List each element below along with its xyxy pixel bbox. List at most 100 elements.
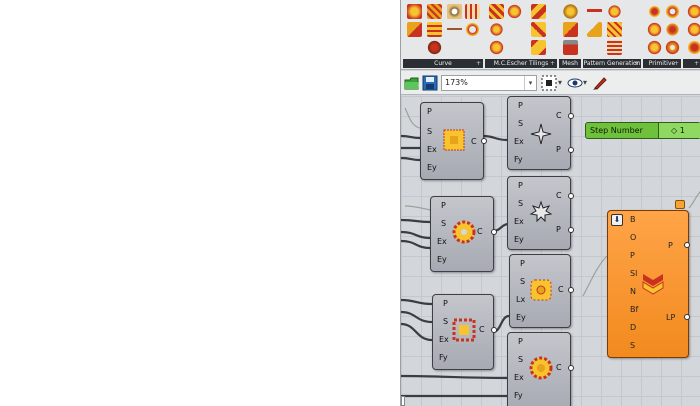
curve-flower-icon[interactable] [427, 4, 442, 19]
primitive-disc-icon[interactable] [647, 22, 662, 37]
input-port[interactable]: Ey [514, 235, 524, 244]
output-grip[interactable] [481, 138, 487, 144]
star-component-1[interactable]: P S Ex Fy C P [507, 96, 574, 170]
step-number-slider[interactable]: Step Number ◇ 1 [585, 122, 700, 139]
escher-tile-7-icon[interactable] [531, 40, 546, 55]
input-port[interactable]: Ex [514, 373, 524, 382]
input-port[interactable]: S [427, 127, 433, 136]
input-port[interactable]: D [630, 323, 637, 332]
input-port[interactable]: S [443, 317, 449, 326]
input-port[interactable]: Sl [630, 269, 638, 278]
primitive-dots-icon[interactable] [665, 22, 680, 37]
primitive-sphere-icon[interactable] [647, 40, 662, 55]
output-grip[interactable] [568, 365, 574, 371]
output-grip[interactable] [684, 314, 690, 320]
mode-dropdown-icon[interactable]: ▾ [558, 78, 563, 87]
output-port[interactable]: P [556, 145, 561, 154]
star-component-2[interactable]: P S Ex Ey C P [507, 176, 574, 250]
output-grip[interactable] [491, 229, 497, 235]
output-port[interactable]: C [556, 111, 562, 120]
input-port[interactable]: O [630, 233, 637, 242]
component-menu-icon[interactable]: ⬇ [611, 214, 623, 226]
input-port[interactable]: Ex [437, 237, 447, 246]
save-file-icon[interactable] [422, 75, 438, 91]
curve-tile-icon[interactable] [427, 40, 442, 55]
component-tag[interactable] [675, 200, 685, 209]
output-port[interactable]: C [471, 137, 477, 146]
mesh-leaf-icon[interactable] [563, 4, 578, 19]
overflow-icon-1[interactable] [687, 4, 700, 19]
pattern-component-4[interactable]: P S Ex Fy C [432, 294, 497, 370]
input-port[interactable]: P [520, 259, 525, 268]
output-grip[interactable] [568, 193, 574, 199]
output-port[interactable]: C [556, 363, 562, 372]
pattern-sun-icon[interactable] [607, 4, 622, 19]
escher-tile-3-icon[interactable] [531, 4, 546, 19]
overflow-icon-3[interactable] [687, 40, 700, 55]
curve-grid-icon[interactable] [427, 22, 442, 37]
input-port[interactable]: Fy [439, 353, 448, 362]
curve-spiral-icon[interactable] [465, 22, 480, 37]
pattern-swirl-icon[interactable] [587, 4, 602, 19]
input-port[interactable]: P [441, 201, 446, 210]
output-port[interactable]: P [556, 225, 561, 234]
input-port[interactable]: Bf [630, 305, 639, 314]
input-port[interactable]: Ey [437, 255, 447, 264]
input-port[interactable]: Fy [514, 155, 523, 164]
input-port[interactable]: P [518, 181, 523, 190]
pattern-cross-icon[interactable] [607, 22, 622, 37]
input-port[interactable]: N [630, 287, 636, 296]
output-port[interactable]: C [556, 191, 562, 200]
pattern-grid-icon[interactable] [607, 40, 622, 55]
pattern-arrow-icon[interactable] [587, 22, 602, 37]
primitive-torus-icon[interactable] [665, 40, 680, 55]
pattern-component-5[interactable]: P S Ex Fy C [507, 332, 574, 406]
escher-tile-4-icon[interactable] [489, 22, 504, 37]
input-port[interactable]: S [520, 277, 526, 286]
pattern-component-2[interactable]: P S Ex Ey C [430, 196, 497, 272]
input-port[interactable]: S [441, 219, 447, 228]
zoom-level-field[interactable]: 173% ▾ [441, 75, 537, 91]
slider-value[interactable]: ◇ 1 [658, 123, 700, 138]
preview-dropdown-icon[interactable]: ▾ [583, 78, 588, 87]
zoom-dropdown-icon[interactable]: ▾ [524, 76, 536, 90]
input-port[interactable]: Lx [516, 295, 526, 304]
input-port[interactable]: P [518, 101, 523, 110]
output-grip[interactable] [684, 242, 690, 248]
input-port[interactable]: P [630, 251, 635, 260]
input-port[interactable]: P [427, 107, 432, 116]
output-grip[interactable] [568, 147, 574, 153]
overflow-icon-2[interactable] [687, 22, 700, 37]
input-port[interactable]: S [518, 199, 524, 208]
output-grip[interactable] [568, 227, 574, 233]
sketch-pen-icon[interactable] [592, 75, 608, 91]
input-port[interactable]: Ex [439, 335, 449, 344]
input-port[interactable]: Ex [514, 217, 524, 226]
input-port[interactable]: P [518, 337, 523, 346]
curve-knot-icon[interactable] [447, 4, 462, 19]
primitive-ring-icon[interactable] [665, 4, 680, 19]
output-grip[interactable] [491, 327, 497, 333]
mesh-box-icon[interactable] [563, 40, 578, 55]
output-port[interactable]: C [558, 285, 564, 294]
escher-tile-1-icon[interactable] [489, 4, 504, 19]
curve-star-icon[interactable] [407, 4, 422, 19]
open-file-icon[interactable] [404, 75, 420, 91]
preview-eye-icon[interactable] [567, 75, 583, 91]
input-port[interactable]: Ey [427, 163, 437, 172]
mesh-fold-icon[interactable] [563, 22, 578, 37]
input-port[interactable]: Ex [427, 145, 437, 154]
output-grip[interactable] [568, 287, 574, 293]
output-port[interactable]: LP [666, 313, 676, 322]
escher-tile-6-icon[interactable] [489, 40, 504, 55]
pattern-component-3[interactable]: P S Lx Ey C [509, 254, 574, 328]
curve-wave-icon[interactable] [447, 22, 462, 37]
input-port[interactable]: S [518, 119, 524, 128]
pattern-component-1[interactable]: P S Ex Ey C [420, 102, 487, 180]
pattern-toggle-icon[interactable] [541, 75, 557, 91]
escher-tile-2-icon[interactable] [507, 4, 522, 19]
input-port[interactable]: B [630, 215, 636, 224]
primitive-circle-icon[interactable] [647, 4, 662, 19]
grasshopper-canvas[interactable]: P S Ex Ey C P S Ex Fy C P Step Number ◇ … [401, 96, 700, 406]
output-port[interactable]: P [668, 241, 673, 250]
